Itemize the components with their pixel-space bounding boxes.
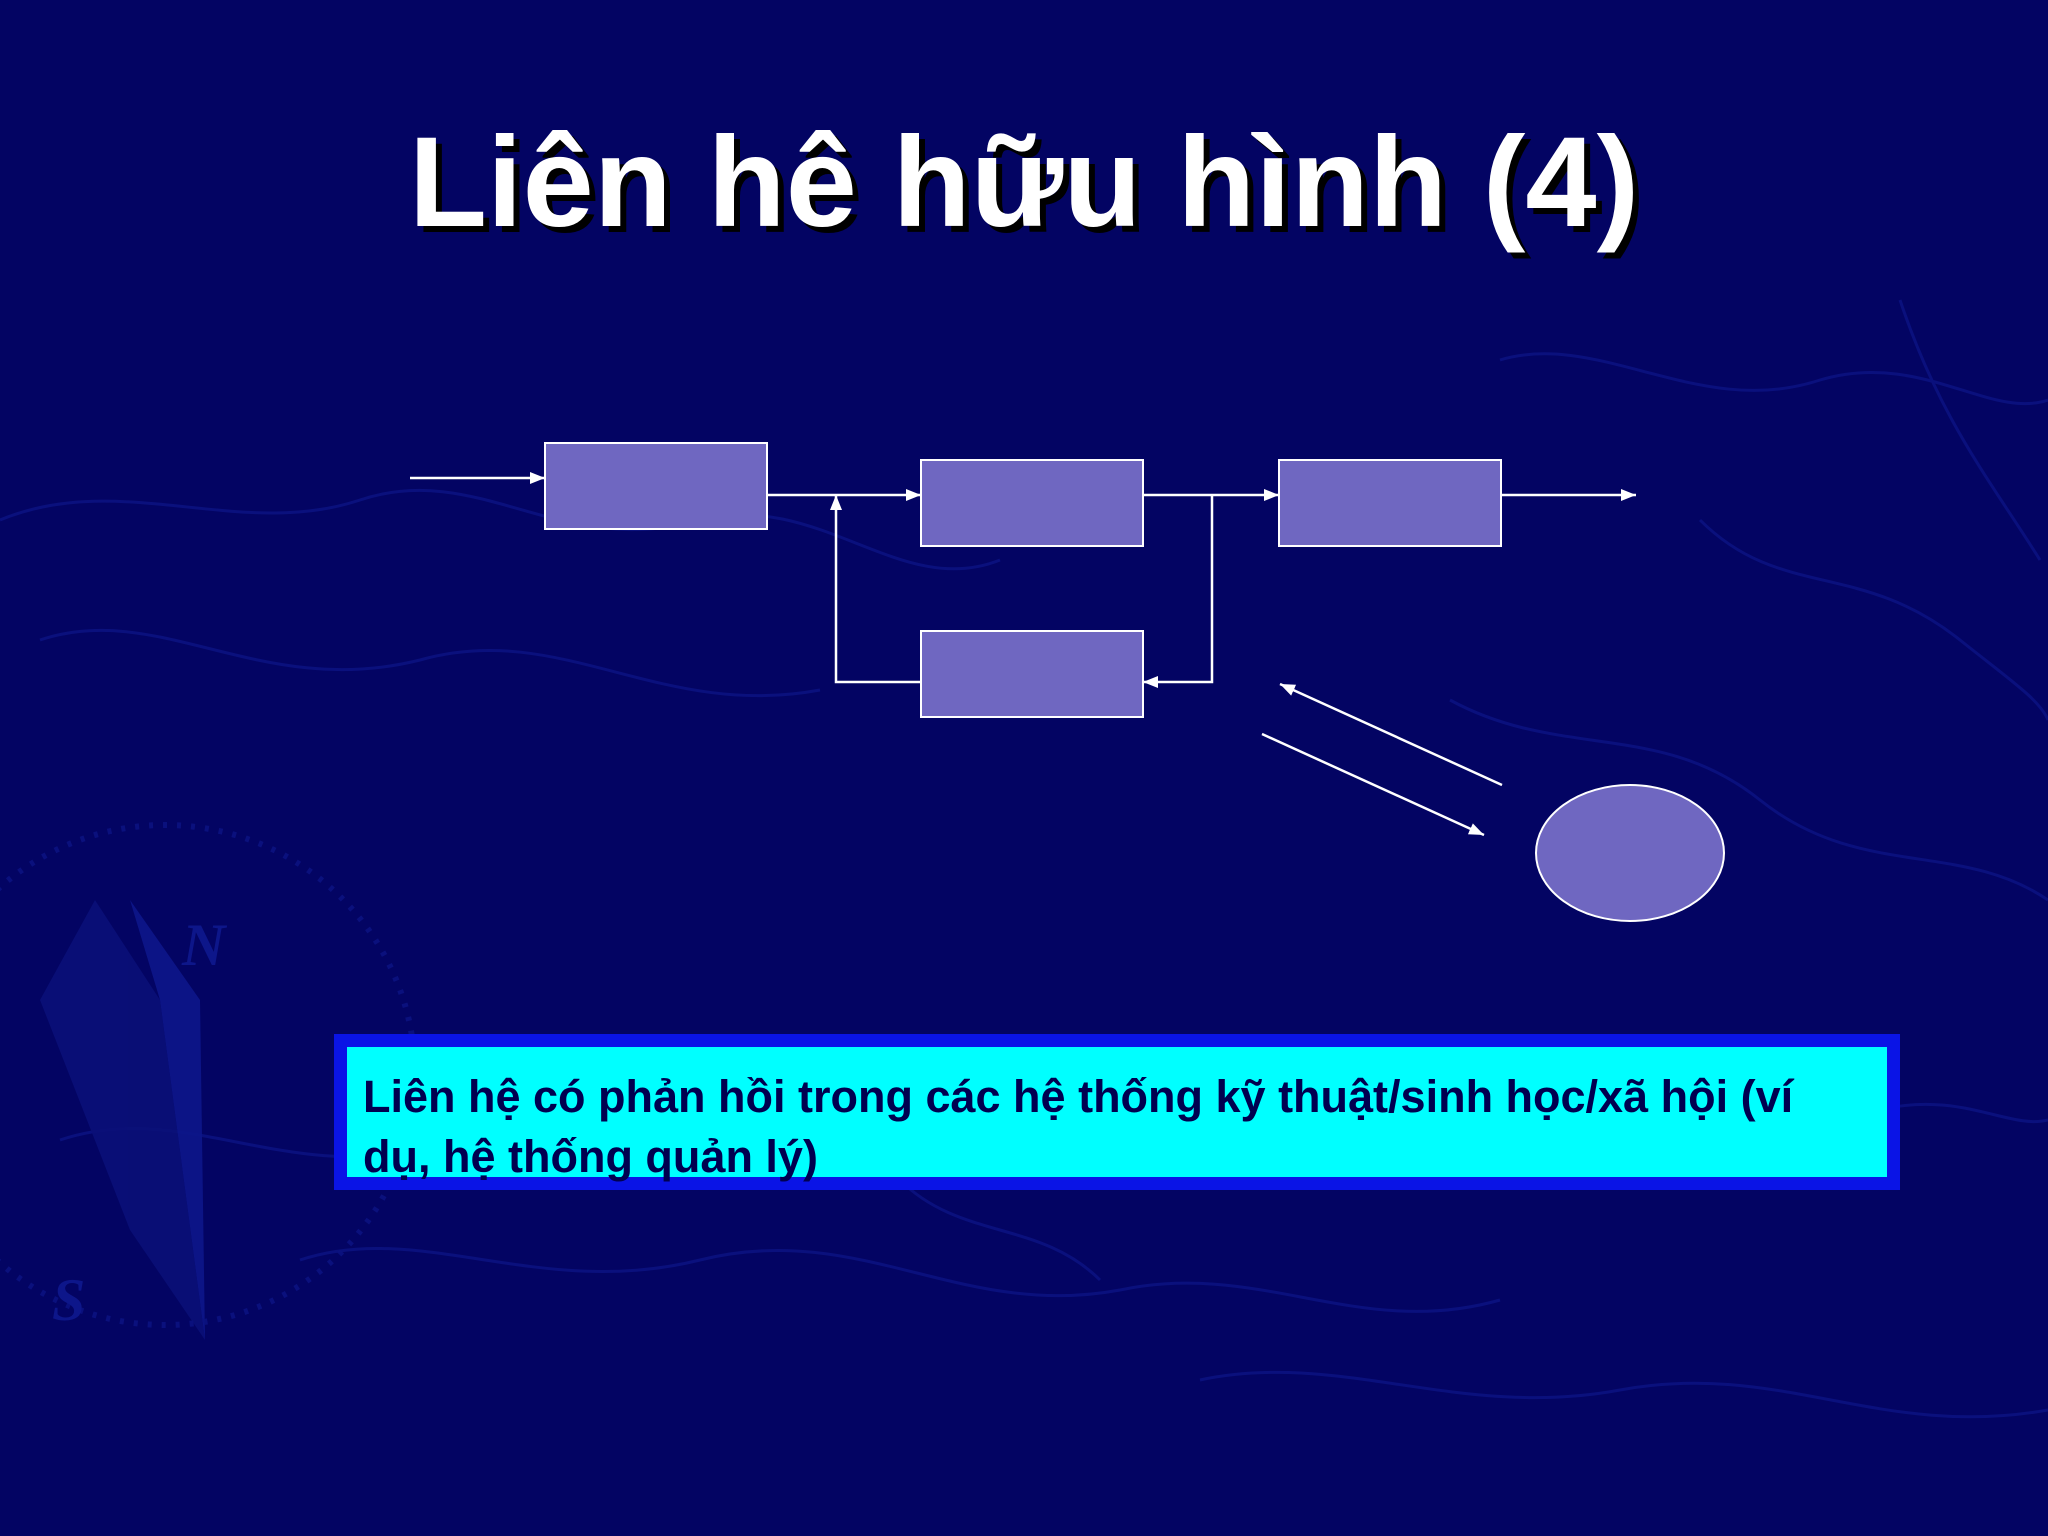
arrow-from-environment	[1279, 682, 1503, 787]
caption-box: Liên hệ có phản hồi trong các hệ thống k…	[334, 1034, 1900, 1190]
compass-south-letter: S	[52, 1267, 85, 1333]
block-input	[544, 442, 768, 530]
caption-text: Liên hệ có phản hồi trong các hệ thống k…	[363, 1071, 1794, 1182]
block-output	[1278, 459, 1502, 547]
environment-ellipse	[1535, 784, 1725, 922]
feedback-return-line	[830, 495, 921, 684]
block-feedback	[920, 630, 1144, 718]
block-process	[920, 459, 1144, 547]
compass-north-letter: N	[181, 912, 228, 978]
feedback-tap-line	[1143, 495, 1214, 688]
slide-title: Liên hê hữu hình (4)	[408, 111, 1640, 254]
arrow-to-environment	[1261, 732, 1485, 837]
